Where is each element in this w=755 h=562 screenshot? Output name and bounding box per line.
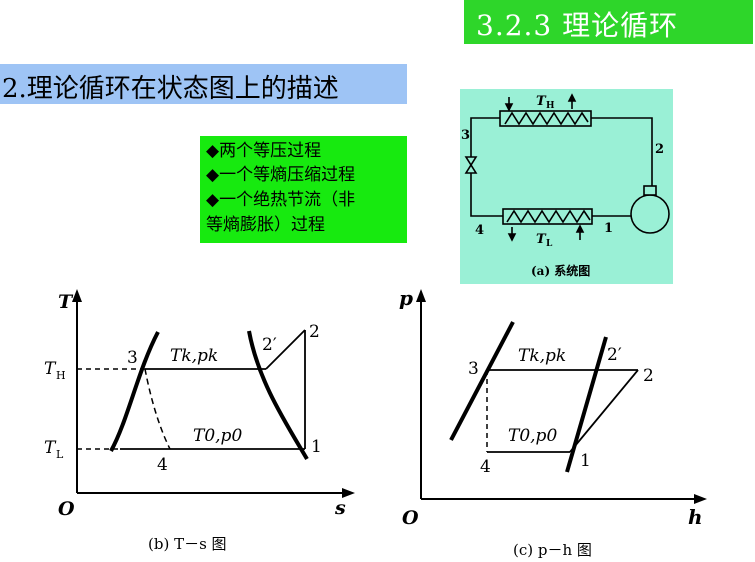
bullet-item: ◆一个绝热节流（非	[206, 190, 356, 210]
ph-diagram	[416, 289, 707, 504]
ts-tick-TH-sub: H	[56, 369, 66, 382]
ph-point-2p: 2′	[607, 345, 622, 365]
heat-arrow-out-head	[567, 93, 577, 102]
ts-tick-TL: T	[44, 438, 57, 458]
ts-saturated-vapor-line	[247, 330, 309, 461]
section-heading-banner	[0, 64, 407, 104]
ts-tick-TH: T	[44, 359, 57, 379]
ph-point-3: 3	[468, 359, 479, 379]
sys-label-TH-sub: H	[546, 101, 555, 111]
ts-desuperheat-line	[265, 329, 306, 370]
ts-diagram	[72, 289, 355, 498]
ph-x-label: h	[688, 505, 703, 529]
pipe-left	[470, 117, 503, 217]
compressor-neck	[643, 185, 657, 196]
ts-y-arrow	[72, 289, 82, 302]
ph-origin: O	[402, 507, 419, 529]
ts-tick-TL-sub: L	[56, 448, 64, 461]
ts-x-arrow	[342, 488, 355, 498]
ts-saturated-liquid-line	[109, 331, 160, 452]
evaporator	[502, 208, 593, 225]
expansion-valve-top	[464, 156, 478, 167]
system-diagram	[464, 93, 670, 242]
expansion-valve-bottom	[464, 163, 478, 174]
sys-point-4: 4	[475, 223, 484, 238]
ts-caption: (b) T－s 图	[148, 535, 227, 553]
title-banner	[464, 0, 753, 44]
section-heading: 2.理论循环在状态图上的描述	[2, 74, 339, 104]
ts-point-3: 3	[127, 348, 138, 368]
heat-arrow-in-head	[504, 103, 514, 112]
ts-x-label: s	[334, 497, 346, 519]
sys-point-2: 2	[655, 142, 664, 157]
ts-point-2p: 2′	[262, 335, 277, 355]
ph-saturated-liquid-line	[449, 321, 515, 441]
pipe-right	[591, 117, 653, 186]
sys-point-3: 3	[461, 128, 470, 143]
bullet-list-box	[200, 136, 407, 243]
ts-label-low: T0,p0	[193, 426, 242, 446]
ts-y-label: T	[58, 291, 74, 313]
ph-label-low: T0,p0	[508, 426, 557, 446]
heat-arrow-evap-1-head	[507, 233, 517, 242]
sys-label-TH: T	[536, 94, 547, 109]
system-diagram-panel	[460, 89, 673, 284]
bullet-item: ◆两个等压过程	[206, 141, 322, 161]
evaporator-coil	[506, 209, 591, 224]
sys-point-1: 1	[604, 221, 613, 236]
ts-origin: O	[58, 498, 75, 520]
page-title: 3.2.3 理论循环	[476, 9, 679, 42]
ph-label-high: Tk,pk	[518, 346, 566, 366]
ph-point-1: 1	[580, 451, 591, 471]
ts-throttling-line	[144, 368, 171, 450]
ph-x-arrow	[694, 494, 707, 504]
bullet-item: ◆一个等熵压缩过程	[206, 165, 356, 185]
ts-point-1: 1	[311, 437, 322, 457]
ph-y-label: p	[399, 286, 413, 310]
ts-point-2: 2	[309, 322, 320, 342]
bullet-item: 等熵膨胀）过程	[206, 215, 325, 235]
ph-y-arrow	[416, 289, 426, 302]
ph-caption: (c) p－h 图	[513, 541, 592, 559]
ph-saturated-vapor-line	[565, 336, 608, 473]
ph-point-4: 4	[480, 457, 491, 477]
heat-arrow-evap-2-head	[575, 224, 585, 233]
compressor	[630, 194, 670, 234]
sys-label-TL: T	[536, 232, 547, 247]
ph-point-2: 2	[643, 366, 654, 386]
ts-label-high: Tk,pk	[170, 346, 218, 366]
condenser	[499, 110, 592, 127]
ts-point-4: 4	[157, 455, 168, 475]
condenser-coil	[504, 111, 589, 126]
sys-label-TL-sub: L	[546, 239, 553, 249]
ph-compression-line	[569, 369, 639, 453]
sys-caption: (a) 系统图	[531, 263, 590, 278]
